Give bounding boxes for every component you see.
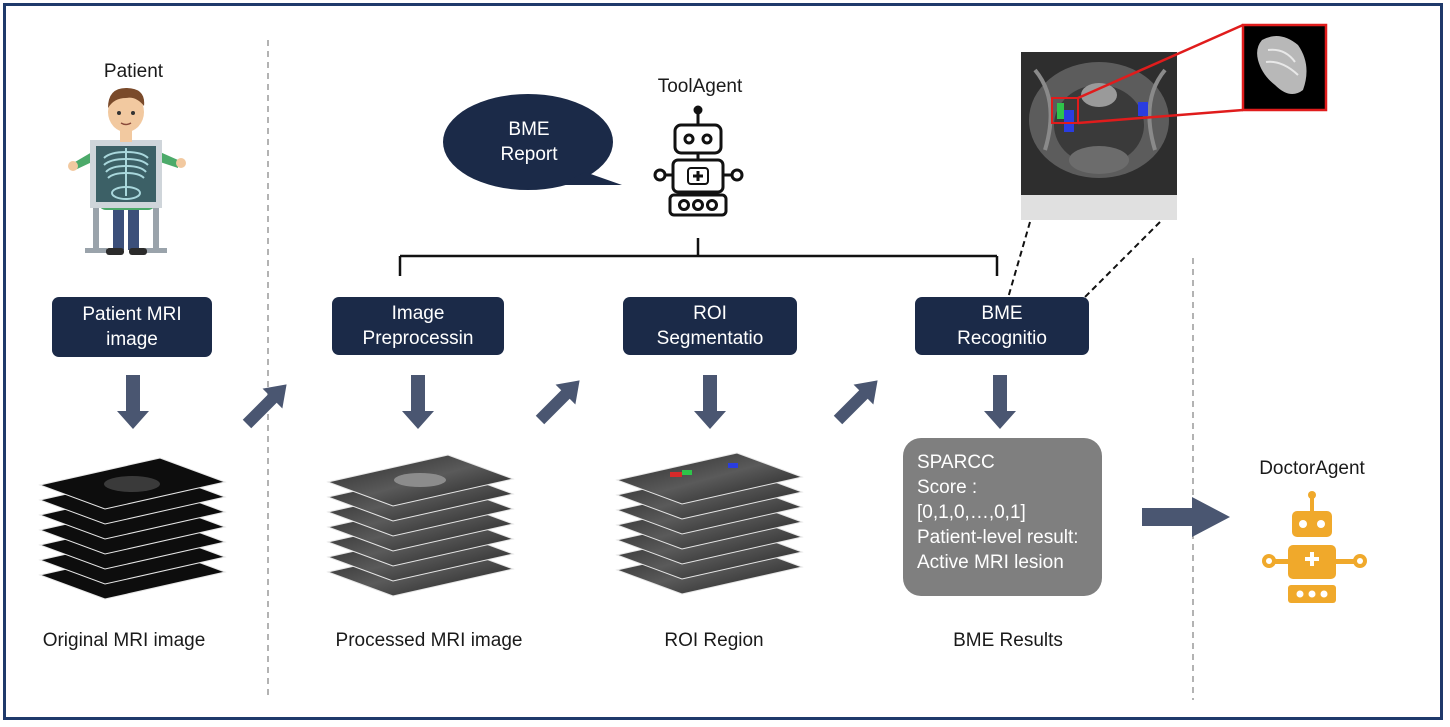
- box-line-2: Segmentatio: [656, 328, 764, 349]
- patient-label: Patient: [103, 61, 164, 82]
- stack-roi: [615, 452, 804, 595]
- right-arrow: [1142, 497, 1230, 537]
- tool-agent-robot: [653, 105, 744, 217]
- stack-original: [38, 457, 227, 600]
- result-line-4: Patient-level result:: [917, 527, 1079, 548]
- box-line-1: Image: [391, 303, 445, 324]
- box-line-1: Patient MRI: [82, 304, 182, 325]
- pointer-dashed-2: [1083, 221, 1161, 299]
- original-mri-label: Original MRI image: [42, 630, 206, 651]
- box-line-2: Preprocessin: [362, 328, 474, 349]
- figure-frame: [3, 3, 1443, 720]
- bubble-text: BME Report: [470, 117, 588, 167]
- zoom-inset: [1241, 23, 1328, 112]
- patient-illustration: [68, 88, 186, 255]
- box-line-2: Recognitio: [957, 328, 1047, 349]
- bracket: [398, 238, 999, 276]
- bubble-line-2: Report: [500, 144, 558, 165]
- bme-recognition-box: BME Recognitio: [915, 297, 1089, 355]
- roi-region-label: ROI Region: [664, 630, 764, 651]
- bme-result-box: SPARCC Score : [0,1,0,…,0,1] Patient-lev…: [903, 438, 1102, 596]
- box-line-1: ROI: [693, 303, 727, 324]
- result-line-3: [0,1,0,…,0,1]: [917, 502, 1026, 523]
- down-arrows: [117, 375, 1016, 429]
- bme-results-label: BME Results: [953, 630, 1063, 651]
- zoom-line-top: [1077, 23, 1244, 100]
- processed-mri-label: Processed MRI image: [335, 630, 523, 651]
- diagonal-arrows: [242, 380, 878, 429]
- zoom-line-bottom: [1077, 108, 1244, 125]
- bubble-line-1: BME: [508, 119, 550, 140]
- speech-bubble: [443, 94, 622, 190]
- doctor-agent-label: DoctorAgent: [1259, 458, 1365, 479]
- pointer-dashed-1: [1007, 221, 1031, 299]
- doctor-agent-robot: [1262, 491, 1367, 603]
- mri-scan-image: [1021, 52, 1177, 220]
- patient-mri-image-box: Patient MRI image: [52, 297, 212, 357]
- result-line-5: Active MRI lesion: [917, 552, 1064, 573]
- box-line-1: BME: [981, 303, 1023, 324]
- tool-agent-label: ToolAgent: [657, 76, 743, 97]
- stack-processed: [326, 454, 515, 597]
- box-line-2: image: [106, 329, 158, 350]
- result-line-1: SPARCC: [917, 452, 995, 473]
- image-preprocessing-box: Image Preprocessin: [332, 297, 504, 355]
- result-line-2: Score :: [917, 477, 978, 498]
- roi-segmentation-box: ROI Segmentatio: [623, 297, 797, 355]
